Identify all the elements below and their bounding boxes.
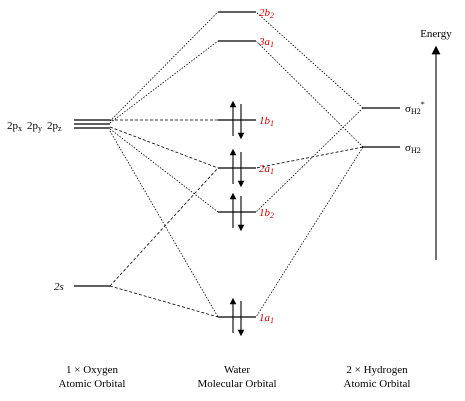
h-sigma-star-label: σH2* (405, 100, 425, 116)
mo-label-3a1: 3a1 (258, 36, 274, 49)
correlation-lines (109, 11, 364, 318)
hydrogen-orbitals: σH2* σH2 (363, 100, 425, 155)
o2p-to-1b2-line (109, 128, 219, 213)
mo-label-2a1: 2a1 (259, 163, 274, 176)
hydrogen-column-label-2: Atomic Orbital (344, 378, 411, 390)
energy-label: Energy (420, 28, 452, 40)
o2p-to-2b2-line (109, 11, 219, 122)
electron-pair-2a1 (229, 148, 245, 188)
energy-axis: Energy (420, 28, 452, 260)
o2s-to-2a1-line (109, 167, 219, 287)
hydrogen-column-label-1: 2 × Hydrogen (346, 364, 408, 376)
oxygen-column-label-2: Atomic Orbital (59, 378, 126, 390)
mo-label-2b2: 2b2 (259, 7, 274, 20)
water-column-label-1: Water (224, 364, 250, 376)
o2p-to-2a1-line (109, 126, 219, 169)
hsigma-to-1a1-line (255, 146, 364, 318)
mo-label-1b2: 1b2 (259, 207, 274, 220)
hsigma-to-3a1-line (255, 40, 364, 148)
hsigma-to-2a1-line (255, 146, 364, 169)
o2p-to-1a1-line (109, 130, 219, 318)
o-2s-label: 2s (54, 281, 64, 293)
mo-label-1b1: 1b1 (259, 115, 274, 128)
water-column-label-2: Molecular Orbital (197, 378, 276, 390)
oxygen-column-label-1: 1 × Oxygen (66, 364, 119, 376)
electron-pair-1b1 (229, 100, 245, 140)
h-sigma-label: σH2 (405, 142, 421, 155)
o2s-to-1a1-line (109, 285, 219, 318)
hstar-to-1b2-line (255, 107, 364, 213)
electron-pair-1a1 (229, 297, 245, 337)
water-orbitals: 2b2 3a1 1b1 2a1 1b2 1a1 (218, 7, 274, 337)
o2p-to-3a1-line (109, 40, 219, 124)
mo-label-1a1: 1a1 (259, 312, 274, 325)
electron-pair-1b2 (229, 192, 245, 232)
column-labels: 1 × Oxygen Atomic Orbital Water Molecula… (59, 364, 411, 390)
